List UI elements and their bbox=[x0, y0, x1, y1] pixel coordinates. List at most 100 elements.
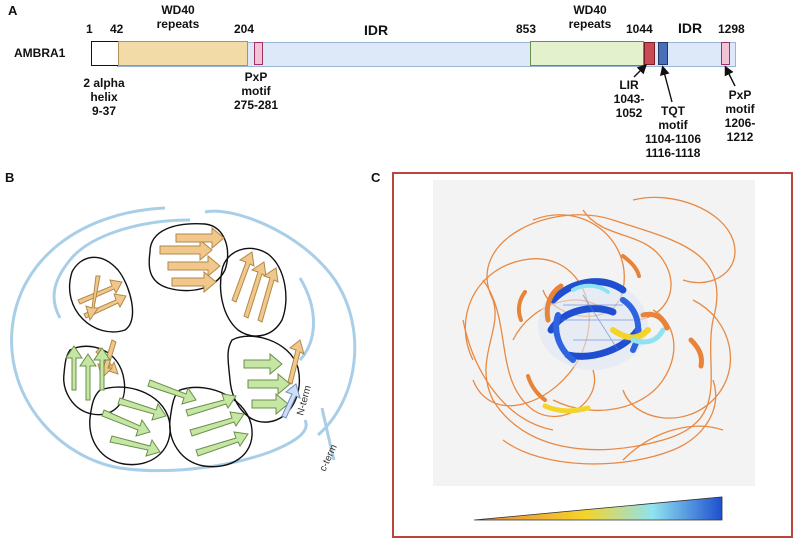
pxp1-line3: 275-281 bbox=[233, 98, 279, 112]
tqt-line2: motif bbox=[658, 118, 688, 132]
strand-o7 bbox=[175, 226, 225, 250]
wd40-left-line1: WD40 bbox=[161, 3, 195, 17]
helix-bottom-orange bbox=[526, 374, 547, 402]
panel-label-a: A bbox=[8, 3, 18, 18]
strand-g13 bbox=[147, 379, 197, 405]
pxp1-line1: PxP bbox=[244, 70, 268, 84]
strand-g9 bbox=[195, 431, 249, 457]
strand-o5 bbox=[167, 254, 221, 278]
helix-left-orange bbox=[516, 290, 527, 322]
wd40-left-line2: repeats bbox=[156, 17, 200, 31]
pxp-motif-2 bbox=[721, 42, 730, 65]
loop-5 bbox=[502, 379, 717, 465]
inner-blue-loop bbox=[52, 218, 315, 362]
outer-loop-left bbox=[10, 206, 308, 473]
strand-g4 bbox=[101, 409, 151, 437]
wd40-left-domain bbox=[118, 41, 248, 66]
alpha-line1: 2 alpha bbox=[83, 76, 125, 90]
strand-g7 bbox=[185, 393, 237, 417]
strand-g6 bbox=[117, 397, 167, 421]
protein-name: AMBRA1 bbox=[14, 46, 66, 60]
strand-o3 bbox=[85, 275, 101, 322]
alpha-line3: 9-37 bbox=[91, 104, 117, 118]
tick-1298: 1298 bbox=[718, 22, 745, 36]
idr-label-1: IDR bbox=[364, 22, 389, 38]
strand-g5 bbox=[109, 435, 161, 457]
lir-motif bbox=[644, 42, 655, 65]
wd40-right-domain bbox=[530, 41, 644, 66]
colorbar-wedge bbox=[473, 496, 723, 521]
blade-outline-2 bbox=[148, 223, 229, 292]
helix-bottom-yellow bbox=[542, 403, 591, 414]
strand-g1 bbox=[65, 345, 83, 391]
loop-8 bbox=[622, 299, 732, 419]
panel-label-c: C bbox=[371, 170, 381, 185]
strand-o6 bbox=[171, 270, 217, 294]
strand-g3 bbox=[93, 347, 111, 391]
tqt-line3: 1104-1106 bbox=[644, 132, 702, 146]
tick-853: 853 bbox=[516, 22, 537, 36]
strand-g11 bbox=[247, 372, 291, 396]
tqt-motif bbox=[658, 42, 668, 65]
pxp2-line1: PxP bbox=[728, 88, 752, 102]
blade-outline-4 bbox=[227, 335, 300, 423]
pxp2-line3: 1206- bbox=[724, 116, 756, 130]
core-sheet-4 bbox=[620, 297, 642, 353]
helix-top-orange bbox=[621, 254, 641, 278]
loop-3 bbox=[632, 196, 736, 284]
strand-o13 bbox=[287, 339, 305, 385]
lir-line1: LIR bbox=[619, 78, 639, 92]
wd40-right-line1: WD40 bbox=[573, 3, 607, 17]
motif-arrows bbox=[633, 64, 736, 103]
core-helix-1 bbox=[610, 327, 651, 341]
strand-g10 bbox=[243, 352, 283, 376]
topology-diagram: c-term N-term bbox=[10, 206, 357, 473]
pxp2-annotation: PxP motif 1206- 1212 bbox=[718, 88, 762, 144]
orange-strands bbox=[77, 226, 305, 385]
strand-g2 bbox=[79, 353, 97, 401]
c-term-label: c-term bbox=[318, 443, 340, 473]
blade-outline-1 bbox=[69, 256, 134, 333]
tqt-line4: 1116-1118 bbox=[645, 146, 701, 160]
strand-o4 bbox=[159, 238, 213, 262]
c-term-tail bbox=[320, 407, 336, 461]
strand-o9 bbox=[257, 267, 279, 323]
tqt-line1: TQT bbox=[661, 104, 685, 118]
tick-1044: 1044 bbox=[626, 22, 653, 36]
loop-11 bbox=[462, 319, 554, 431]
tick-42: 42 bbox=[110, 22, 124, 36]
lir-annotation: LIR 1043- 1052 bbox=[609, 78, 649, 120]
alpha-line2: helix bbox=[90, 90, 118, 104]
helix-right-orange bbox=[688, 337, 704, 369]
pxp1-line2: motif bbox=[241, 84, 271, 98]
lir-arrow bbox=[633, 64, 647, 78]
green-strands bbox=[65, 345, 291, 457]
ordered-core bbox=[538, 278, 670, 370]
lir-line2: 1043- bbox=[613, 92, 645, 106]
loop-9 bbox=[582, 209, 672, 321]
panel-label-b: B bbox=[5, 170, 15, 185]
core-sheet-5 bbox=[553, 312, 576, 363]
alpha-helix-annotation: 2 alpha helix 9-37 bbox=[78, 76, 130, 118]
strand-o1 bbox=[77, 279, 123, 305]
pxp2-line2: motif bbox=[725, 102, 755, 116]
loop-12 bbox=[622, 425, 724, 461]
lir-line3: 1052 bbox=[615, 106, 643, 120]
wd40-right-line2: repeats bbox=[568, 17, 612, 31]
strand-o8 bbox=[243, 261, 267, 319]
loop-7 bbox=[482, 279, 596, 417]
core-sheet-1 bbox=[549, 278, 627, 304]
pxp-motif-1 bbox=[254, 42, 263, 65]
core-helix-3 bbox=[571, 283, 610, 294]
tick-1: 1 bbox=[86, 22, 93, 36]
tick-204: 204 bbox=[234, 22, 255, 36]
strand-g8 bbox=[189, 411, 245, 437]
blade-outline-6 bbox=[89, 386, 171, 466]
core-lines bbox=[561, 294, 633, 351]
alphafold-structure bbox=[462, 196, 736, 465]
tqt-annotation: TQT motif 1104-1106 1116-1118 bbox=[642, 104, 704, 160]
confidence-colorbar bbox=[473, 496, 723, 521]
n-term-strand bbox=[281, 383, 301, 419]
strand-g12 bbox=[251, 392, 289, 416]
pxp1-annotation: PxP motif 275-281 bbox=[230, 70, 282, 112]
